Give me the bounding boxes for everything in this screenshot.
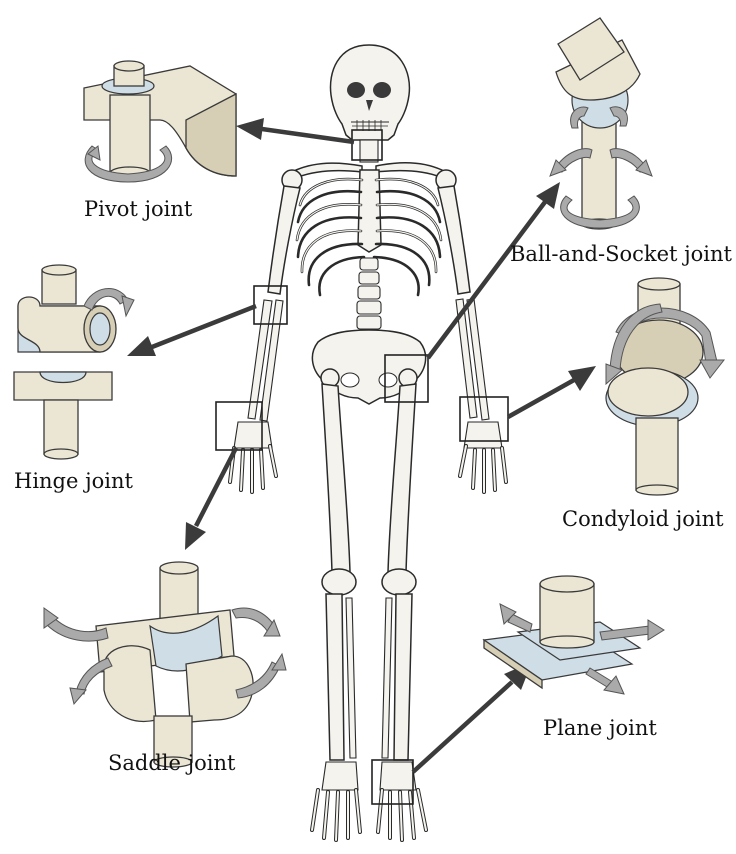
cervical-spine	[360, 140, 378, 162]
right-femur	[388, 384, 416, 572]
left-tibia	[326, 594, 344, 760]
pivot-joint-model	[84, 61, 236, 182]
ball-and-socket-joint-label: Ball-and-Socket joint	[510, 242, 733, 266]
condyloid-joint-label: Condyloid joint	[562, 507, 724, 531]
saddle-joint-label: Saddle joint	[108, 751, 236, 775]
right-clavicle	[376, 163, 442, 177]
right-foot	[378, 762, 426, 840]
right-humerus	[438, 186, 470, 294]
left-foot	[312, 762, 360, 840]
ball-and-socket-joint-model	[550, 18, 652, 229]
right-hand	[460, 422, 506, 492]
pivot-joint-label: Pivot joint	[84, 197, 193, 221]
left-fibula	[346, 598, 356, 758]
left-hand	[230, 422, 276, 492]
skull	[330, 45, 409, 140]
left-femur	[322, 384, 350, 572]
skeleton-illustration	[230, 45, 506, 840]
sternum	[358, 170, 381, 252]
left-humerus	[268, 186, 300, 294]
condyloid-joint-model	[606, 278, 724, 495]
right-fibula	[382, 598, 392, 758]
saddle-joint-model	[44, 562, 286, 767]
right-tibia	[394, 594, 412, 760]
lumbar-spine	[357, 258, 381, 329]
hinge-joint-label: Hinge joint	[14, 469, 133, 493]
left-clavicle	[296, 163, 362, 177]
right-knee	[382, 569, 416, 595]
left-knee	[322, 569, 356, 595]
hinge-joint-model	[14, 265, 134, 459]
plane-joint-label: Plane joint	[543, 716, 657, 740]
